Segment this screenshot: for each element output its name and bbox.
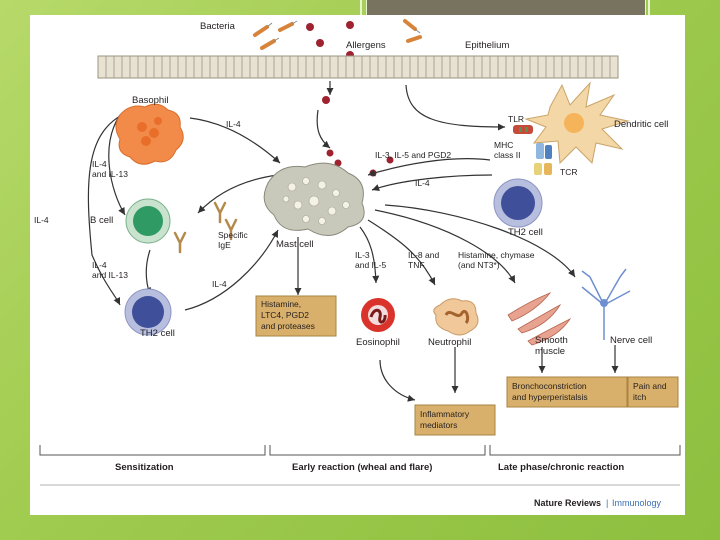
histamine-box-line2: LTC4, PGD2 xyxy=(261,310,309,320)
broncho-line1: Bronchoconstriction xyxy=(512,381,587,391)
pathway-arrows xyxy=(87,81,619,402)
credit-journal: Nature Reviews xyxy=(534,498,601,508)
dendritic-cell xyxy=(524,81,630,165)
histamine-box-line3: and proteases xyxy=(261,321,315,331)
il4-il13-b-line2: and IL-13 xyxy=(92,270,128,280)
basophil-cell xyxy=(115,103,184,165)
credit-subject: Immunology xyxy=(612,498,662,508)
specific-ige-line2: IgE xyxy=(218,240,231,250)
il8-tnf-line2: TNF xyxy=(408,260,425,270)
histamine-chymase-line2: (and NT3*) xyxy=(458,260,500,270)
nerve-cell-label: Nerve cell xyxy=(610,335,652,346)
il4-il13-b-line1: IL-4 xyxy=(92,260,107,270)
il3-il5-pgd2-label: IL-3, IL-5 and PGD2 xyxy=(375,150,451,160)
allergens-label: Allergens xyxy=(346,40,386,51)
b-cell-label: B cell xyxy=(90,215,113,226)
epithelium-label: Epithelium xyxy=(465,40,509,51)
phase-sensitization: Sensitization xyxy=(115,462,174,473)
neutrophil-cell xyxy=(433,298,479,336)
basophil-label: Basophil xyxy=(132,95,168,106)
tcr-label: TCR xyxy=(560,167,577,177)
mhc-line1: MHC xyxy=(494,140,513,150)
pain-line2: itch xyxy=(633,392,647,402)
eosinophil-cell xyxy=(361,298,395,332)
b-cell xyxy=(125,198,171,244)
pain-itch-box: Pain and itch xyxy=(627,376,679,408)
il4-il13-a-line1: IL-4 xyxy=(92,159,107,169)
il4-left-label: IL-4 xyxy=(34,215,49,225)
phase-late: Late phase/chronic reaction xyxy=(498,462,624,473)
mast-cell-label: Mast cell xyxy=(276,239,313,250)
broncho-line2: and hyperperistalsis xyxy=(512,392,588,402)
il3-il5-line2: and IL-5 xyxy=(355,260,386,270)
bacteria-icons xyxy=(253,19,422,50)
allergy-figure: Bacteria Allergens Epithelium xyxy=(30,15,685,515)
slide-decor-line-left xyxy=(360,0,362,15)
histamine-chymase-line1: Histamine, chymase xyxy=(458,250,535,260)
allergy-diagram: Bacteria Allergens Epithelium xyxy=(34,19,681,508)
smooth-muscle-line1: Smooth xyxy=(535,335,568,346)
bronchoconstriction-box: Bronchoconstriction and hyperperistalsis xyxy=(506,376,628,408)
slide-title-bar xyxy=(366,0,646,16)
mhc-line2: class II xyxy=(494,150,520,160)
neutrophil-label: Neutrophil xyxy=(428,337,471,348)
smooth-muscle-line2: muscle xyxy=(535,346,565,357)
credit-separator: | xyxy=(606,498,608,508)
inflammatory-line1: Inflammatory xyxy=(420,409,470,419)
il4-top-label: IL-4 xyxy=(226,119,241,129)
inflammatory-line2: mediators xyxy=(420,420,457,430)
bacteria-label: Bacteria xyxy=(200,21,236,32)
phase-early: Early reaction (wheal and flare) xyxy=(292,462,432,473)
specific-ige-line1: Specific xyxy=(218,230,249,240)
epithelium-layer xyxy=(97,55,619,79)
th2-right-label: TH2 cell xyxy=(508,227,543,238)
il4-mid-label: IL-4 xyxy=(415,178,430,188)
il4-bottom-label: IL-4 xyxy=(212,279,227,289)
il3-il5-line1: IL-3 xyxy=(355,250,370,260)
mast-cell xyxy=(263,162,365,236)
nerve-cell xyxy=(581,268,631,340)
dendritic-cell-label: Dendritic cell xyxy=(614,119,668,130)
phase-brackets xyxy=(39,445,681,456)
eosinophil-label: Eosinophil xyxy=(356,337,400,348)
tlr-receptor xyxy=(513,125,533,134)
inflammatory-mediators-box: Inflammatory mediators xyxy=(414,404,496,436)
th2-cell-right xyxy=(493,178,543,228)
tlr-label: TLR xyxy=(508,114,524,124)
histamine-box-line1: Histamine, xyxy=(261,299,301,309)
pain-line1: Pain and xyxy=(633,381,667,391)
histamine-mediators-box: Histamine, LTC4, PGD2 and proteases xyxy=(255,295,337,337)
smooth-muscle-cells xyxy=(507,292,572,346)
slide-decor-line-right xyxy=(648,0,650,15)
mhc-tcr-complex xyxy=(534,143,552,175)
th2-left-label: TH2 cell xyxy=(140,328,175,339)
il4-il13-a-line2: and IL-13 xyxy=(92,169,128,179)
th2-cell-left xyxy=(124,288,172,336)
il8-tnf-line1: IL-8 and xyxy=(408,250,439,260)
nerve-cell-body xyxy=(600,299,608,307)
